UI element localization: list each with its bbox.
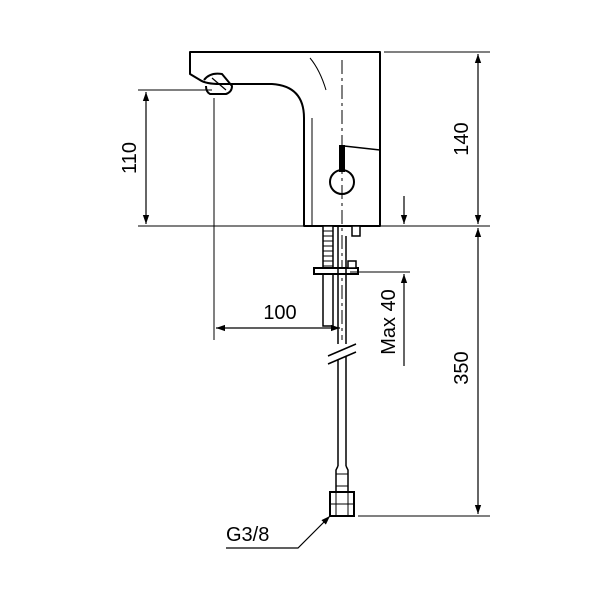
spout-aerator bbox=[203, 72, 233, 95]
body-stud bbox=[351, 225, 361, 237]
faucet-outline bbox=[189, 51, 381, 227]
hose-ferrule bbox=[335, 465, 349, 493]
faucet-body bbox=[189, 51, 381, 227]
hose-lower bbox=[329, 356, 355, 517]
dim-label-140: 140 bbox=[451, 122, 473, 155]
extension-lines bbox=[138, 51, 490, 517]
mounting-nut bbox=[347, 260, 357, 269]
dim-label-max40: Max 40 bbox=[378, 289, 400, 355]
dim-label-100: 100 bbox=[263, 302, 296, 324]
hose-break-marks bbox=[327, 343, 357, 365]
faucet-top-edge bbox=[309, 57, 327, 91]
mounting-washer bbox=[313, 267, 359, 275]
rod-threads bbox=[323, 230, 333, 267]
dim-label-110: 110 bbox=[119, 142, 141, 174]
sensor-window bbox=[343, 145, 381, 151]
mounting-parts bbox=[313, 225, 361, 344]
dimension-lines bbox=[142, 54, 482, 549]
thread-leader bbox=[226, 515, 331, 549]
dim-label-350: 350 bbox=[451, 351, 473, 384]
thread-label: G3/8 bbox=[226, 524, 269, 546]
